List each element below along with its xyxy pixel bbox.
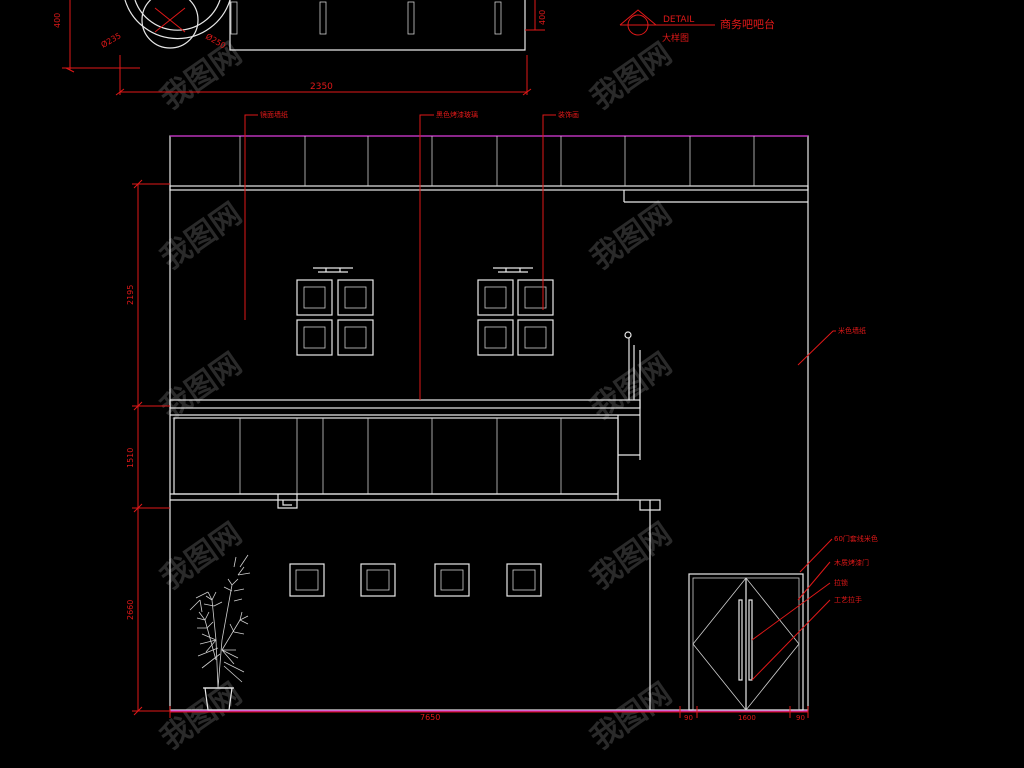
watermark: 我图网: [585, 676, 679, 756]
counter-top-outline: [229, 0, 526, 51]
dim-text: 2350: [310, 82, 333, 92]
callout-label: 装饰画: [558, 110, 579, 119]
dim-text: 2660: [126, 600, 135, 620]
upper-glass-band: [169, 136, 809, 203]
callout-label: 工艺拉手: [834, 595, 862, 604]
round-table-outline: [124, 0, 231, 40]
potted-plant: [189, 554, 251, 711]
watermark: 我图网: [585, 36, 679, 116]
callout-label: 拉锁: [834, 578, 848, 587]
elevation-outline: [169, 135, 809, 712]
callout-label: 镜面墙纸: [260, 110, 288, 119]
lower-glass-panel: [173, 417, 619, 495]
dim-text: 7650: [420, 713, 440, 722]
picture-frames-upper: [296, 267, 554, 356]
mezzanine-slab: [169, 399, 641, 409]
dim-text: 90: [684, 714, 693, 722]
dim-text: 1600: [738, 714, 756, 722]
picture-frames-lower: [289, 563, 542, 597]
callout-label: 木质烤漆门: [834, 558, 869, 567]
dim-text: 1510: [126, 448, 135, 468]
watermark: 我图网: [155, 516, 249, 596]
dim-text: Ø235: [99, 30, 123, 49]
left-dimensions: 2195 1510 2660: [126, 179, 170, 716]
watermark: 我图网: [155, 196, 249, 276]
door-handle: [738, 599, 743, 681]
glass-door: [688, 573, 804, 711]
dim-text: 90: [796, 714, 805, 722]
wall-outline: [169, 135, 809, 711]
watermark: 我图网: [155, 676, 249, 756]
detail-title-block: DETAIL 商务吧吧台 大样图: [619, 9, 775, 44]
watermark: 我图网: [585, 516, 679, 596]
top-plan-detail: 400 400 2350 Ø235 Ø250: [53, 0, 547, 96]
callout-label: 60门套线米色: [834, 534, 878, 543]
mezzanine-railing: [169, 331, 661, 511]
dim-text: 2195: [126, 285, 135, 305]
dim-text: 400: [53, 13, 62, 28]
counter-bolts: [230, 1, 502, 35]
dim-text: 400: [538, 10, 547, 25]
picture-light: [313, 267, 353, 273]
callout-label: 黑色烤漆玻璃: [436, 110, 478, 119]
door-handle: [748, 599, 753, 681]
callouts: 镜面墙纸 黑色烤漆玻璃 装饰画 米色墙纸 60门套线米色 木质烤漆门 拉锁 工艺…: [244, 110, 878, 681]
detail-label: DETAIL: [663, 15, 694, 25]
callout-label: 米色墙纸: [838, 326, 866, 335]
watermark: 我图网: [585, 196, 679, 276]
detail-subtitle: 大样图: [662, 32, 689, 44]
detail-title: 商务吧吧台: [720, 17, 775, 31]
watermarks: 我图网 我图网 我图网 我图网 我图网 我图网 我图网 我图网 我图网 我图网: [155, 36, 679, 756]
picture-light: [493, 267, 533, 273]
bottom-dimensions: 7650 90 1600 90: [169, 706, 809, 722]
